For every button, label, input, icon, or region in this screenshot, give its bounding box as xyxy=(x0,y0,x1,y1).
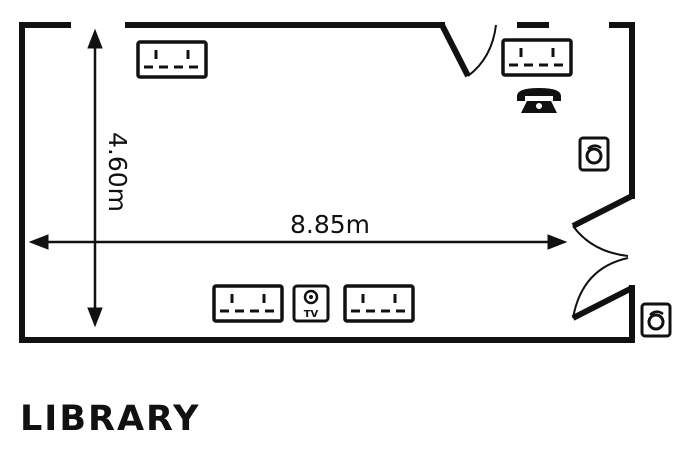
tv-label: TV xyxy=(304,309,319,320)
room-title: LIBRARY xyxy=(20,399,201,439)
speaker-socket-icon xyxy=(640,302,672,338)
telephone-icon xyxy=(517,88,561,113)
power-socket-top-left xyxy=(136,40,208,79)
power-socket-bottom-left xyxy=(212,284,284,323)
depth-dimension-arrow xyxy=(87,28,103,328)
side-door xyxy=(571,193,634,321)
depth-label: 4.60m xyxy=(103,132,132,212)
walls xyxy=(19,22,635,343)
width-dimension-arrow xyxy=(28,234,568,250)
width-label: 8.85m xyxy=(290,210,370,239)
tv-aerial-socket-icon: TV xyxy=(292,284,330,323)
power-socket-top-right xyxy=(501,38,573,77)
power-socket-bottom-right xyxy=(343,284,415,323)
top-door xyxy=(439,23,497,78)
speaker-socket-icon xyxy=(578,136,610,172)
